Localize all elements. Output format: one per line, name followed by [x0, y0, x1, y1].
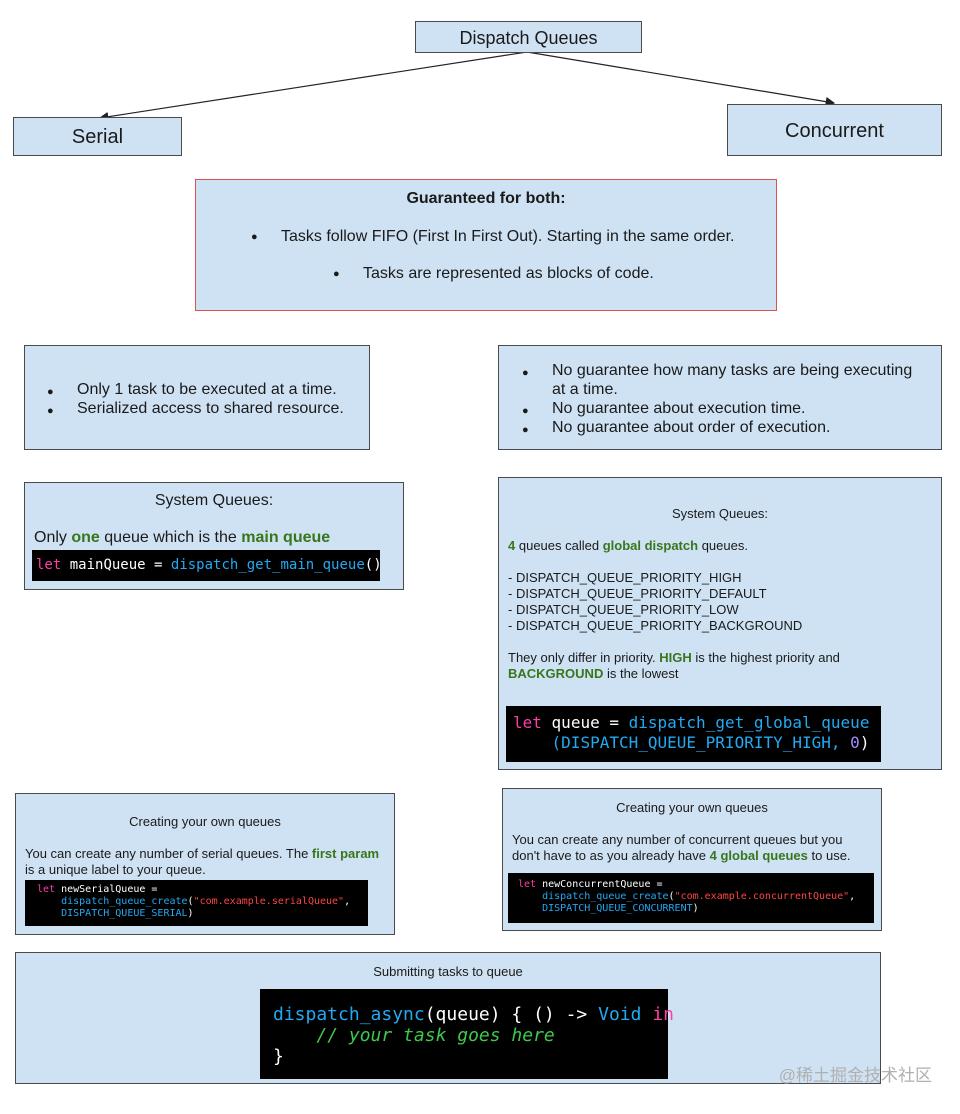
dispatch-async-code: dispatch_async(queue) { () -> Void in //… [260, 989, 674, 1079]
priority-item: - DISPATCH_QUEUE_PRIORITY_DEFAULT [508, 586, 767, 601]
priority-difference-text: They only differ in priority. HIGH is th… [508, 650, 840, 681]
guaranteed-heading: Guaranteed for both: [406, 190, 566, 207]
serial-prop-item: Serialized access to shared resource. [47, 399, 344, 421]
guaranteed-box: Guaranteed for both: Tasks follow FIFO (… [195, 179, 777, 311]
priority-list: - DISPATCH_QUEUE_PRIORITY_HIGH - DISPATC… [508, 570, 802, 634]
concurrent-create-title: Creating your own queues [616, 800, 768, 815]
submit-tasks-box: Submitting tasks to queue dispatch_async… [15, 952, 881, 1084]
priority-item: - DISPATCH_QUEUE_PRIORITY_BACKGROUND [508, 618, 803, 633]
serial-queue-code: let newSerialQueue = dispatch_queue_crea… [25, 880, 368, 926]
serial-create-text: You can create any number of serial queu… [25, 846, 380, 877]
priority-item: - DISPATCH_QUEUE_PRIORITY_HIGH [508, 570, 742, 585]
global-queues-line: 4 queues called global dispatch queues. [508, 538, 748, 553]
priority-item: - DISPATCH_QUEUE_PRIORITY_LOW [508, 602, 739, 617]
dispatch-queues-node: Dispatch Queues [415, 21, 642, 53]
concurrent-properties-box: No guarantee how many tasks are being ex… [498, 345, 942, 450]
serial-properties-box: Only 1 task to be executed at a time. Se… [24, 345, 370, 450]
concurrent-create-text: You can create any number of concurrent … [512, 832, 851, 863]
serial-node: Serial [13, 117, 182, 156]
concurrent-node: Concurrent [727, 104, 942, 156]
watermark: @稀土掘金技术社区 [778, 1066, 932, 1085]
guaranteed-item-1: Tasks follow FIFO (First In First Out). … [251, 228, 734, 246]
concurrent-title: Concurrent [785, 120, 884, 142]
arrow-to-concurrent [526, 51, 836, 107]
serial-create-title: Creating your own queues [129, 814, 281, 829]
serial-system-title: System Queues: [154, 492, 274, 509]
serial-system-queues-box: System Queues: Only one queue which is t… [24, 482, 404, 590]
concurrent-create-box: Creating your own queues You can create … [502, 788, 882, 931]
submit-title: Submitting tasks to queue [373, 964, 523, 979]
concurrent-system-queues-box: System Queues: 4 queues called global di… [498, 477, 942, 770]
dispatch-queues-title: Dispatch Queues [459, 28, 598, 48]
concurrent-system-title: System Queues: [671, 506, 769, 521]
concurrent-prop-item: No guarantee how many tasks are being ex… [522, 361, 922, 399]
concurrent-prop-item: No guarantee about execution time. [522, 399, 922, 421]
serial-create-box: Creating your own queues You can create … [15, 793, 395, 935]
concurrent-prop-item: No guarantee about order of execution. [522, 418, 922, 440]
global-queue-code: let queue = dispatch_get_global_queue (D… [506, 706, 881, 762]
main-queue-code: let mainQueue = dispatch_get_main_queue(… [32, 550, 382, 581]
arrow-to-serial [98, 51, 528, 122]
guaranteed-item-2: Tasks are represented as blocks of code. [333, 265, 654, 283]
serial-prop-item: Only 1 task to be executed at a time. [47, 380, 344, 402]
serial-system-text: Only one queue which is the main queue [34, 529, 331, 546]
serial-title: Serial [71, 126, 124, 148]
concurrent-queue-code: let newConcurrentQueue = dispatch_queue_… [508, 873, 874, 923]
